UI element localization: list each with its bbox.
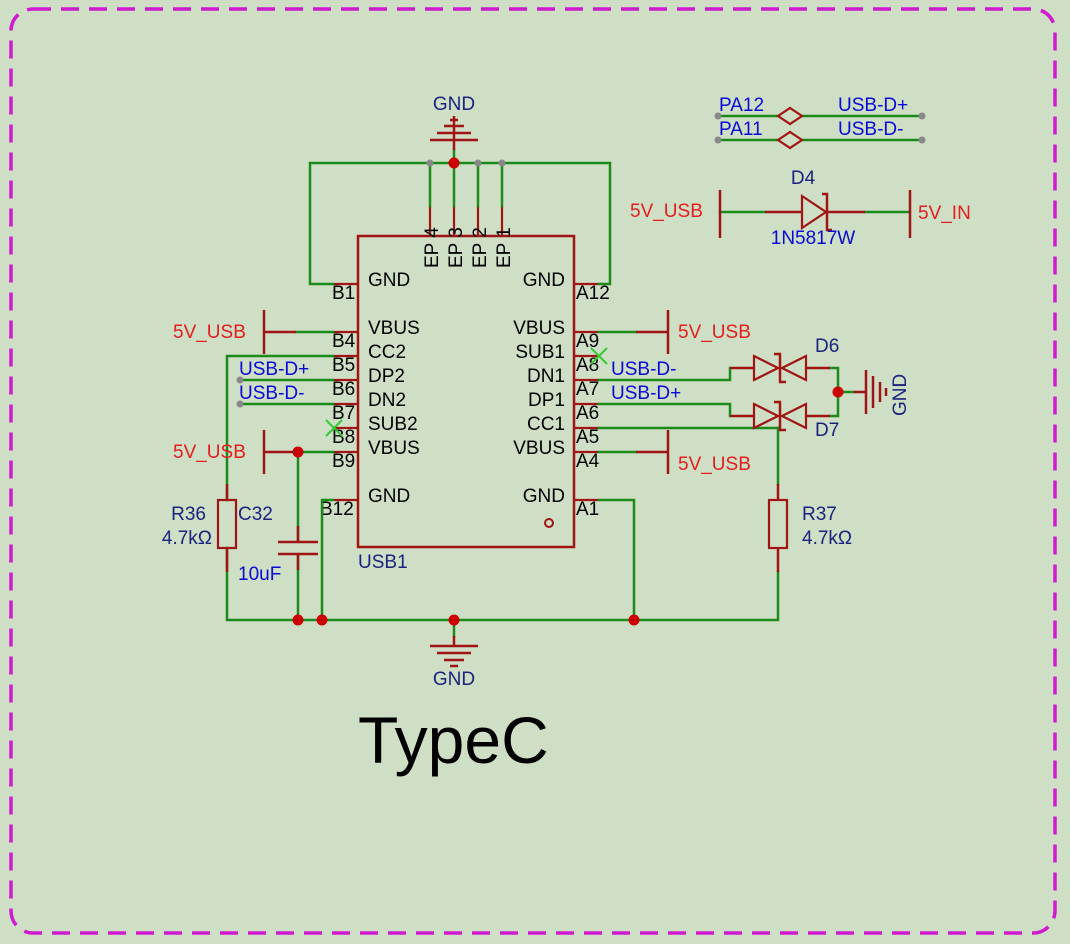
- net-label-5v-usb: 5V_USB: [678, 322, 751, 343]
- junctions: [236, 112, 926, 626]
- usb1-body: [356, 234, 576, 549]
- net-label-usb-dm: USB-D-: [611, 359, 676, 380]
- pin-name: CC1: [527, 414, 565, 435]
- pin-name: VBUS: [513, 438, 565, 459]
- net-label-5v-usb: 5V_USB: [173, 322, 246, 343]
- d4-ref: D4: [791, 168, 816, 189]
- pin-number: B7: [332, 403, 355, 424]
- net-label-usb-dp: USB-D+: [838, 95, 908, 116]
- pin-number: A5: [576, 427, 599, 448]
- power-port-5v-usb: 5V_USB: [636, 430, 751, 475]
- pin-name: CC2: [368, 342, 406, 363]
- gnd-label: GND: [433, 94, 475, 115]
- pin-number: B5: [332, 355, 355, 376]
- pin-name: GND: [368, 270, 410, 291]
- net-label-usb-dm: USB-D-: [838, 119, 903, 140]
- pin-name: SUB2: [368, 414, 418, 435]
- resistor-r37[interactable]: R37 4.7kΩ: [767, 484, 852, 572]
- pin-number: B6: [332, 379, 355, 400]
- usb1-designator: USB1: [358, 552, 408, 573]
- pin-name: DN2: [368, 390, 406, 411]
- gnd-symbol-right: GND: [854, 370, 911, 416]
- c32-ref: C32: [238, 504, 273, 525]
- gnd-label: GND: [433, 669, 475, 690]
- gnd-symbol-bottom: GND: [430, 636, 478, 690]
- net-tie-pa11: [776, 130, 804, 150]
- no-connect-marker: [325, 347, 608, 437]
- net-label-5v-in: 5V_IN: [918, 203, 971, 224]
- net-label-usb-dp: USB-D+: [611, 383, 681, 404]
- net-label-5v-usb: 5V_USB: [630, 201, 703, 222]
- power-port-5v-usb: 5V_USB: [636, 310, 751, 354]
- pin-name: SUB1: [515, 342, 565, 363]
- pin-name: DP2: [368, 366, 405, 387]
- gnd-label: GND: [890, 374, 911, 416]
- pin-number: A6: [576, 403, 599, 424]
- net-label-5v-usb: 5V_USB: [678, 454, 751, 475]
- net-tie-pa12: [776, 106, 804, 126]
- pin-name: VBUS: [368, 318, 420, 339]
- ep-pin-label: EP 4: [422, 227, 443, 268]
- ep-pin-label: EP 1: [494, 227, 515, 268]
- usb1-connector[interactable]: EP 4 EP 3 EP 2 EP 1 B1 B4 B5 B6 B7 B8 B9…: [320, 206, 610, 573]
- usb1-pin1-marker: [544, 518, 554, 528]
- d7-ref: D7: [815, 420, 839, 441]
- net-label-usb-dm: USB-D-: [239, 383, 304, 404]
- r36-value: 4.7kΩ: [162, 528, 212, 549]
- net-label-5v-usb: 5V_USB: [173, 442, 246, 463]
- pin-number: B12: [320, 499, 354, 520]
- sheet-frame: [9, 7, 1057, 935]
- sheet-title: TypeC: [358, 703, 549, 777]
- pin-name: DN1: [527, 366, 565, 387]
- pin-number: B4: [332, 331, 356, 352]
- pin-number: A4: [576, 451, 600, 472]
- tvs-diode-d7[interactable]: D7: [730, 400, 839, 441]
- pin-name: GND: [523, 270, 565, 291]
- c32-value: 10uF: [238, 564, 281, 585]
- tvs-diode-d6[interactable]: D6: [730, 336, 839, 384]
- power-port-5v-usb: 5V_USB: [630, 190, 722, 238]
- power-port-5v-usb: 5V_USB: [173, 430, 296, 474]
- pin-number: A1: [576, 499, 599, 520]
- pin-name: GND: [523, 486, 565, 507]
- r37-ref: R37: [802, 504, 837, 525]
- pin-name: DP1: [528, 390, 565, 411]
- net-label-usb-dp: USB-D+: [239, 359, 309, 380]
- d4-value: 1N5817W: [771, 228, 856, 249]
- d6-ref: D6: [815, 336, 839, 357]
- ep-pin-label: EP 2: [470, 227, 491, 268]
- pin-name: VBUS: [513, 318, 565, 339]
- net-label-pa12: PA12: [719, 95, 764, 116]
- pin-number: A7: [576, 379, 599, 400]
- pin-number: A9: [576, 331, 599, 352]
- diode-d4[interactable]: D4 1N5817W: [765, 168, 865, 249]
- pin-number: B9: [332, 451, 355, 472]
- pin-number: B1: [332, 283, 355, 304]
- power-port-5v-usb: 5V_USB: [173, 310, 296, 354]
- power-port-5v-in: 5V_IN: [908, 190, 971, 238]
- ep-pin-label: EP 3: [446, 227, 467, 268]
- resistor-r36[interactable]: R36 4.7kΩ: [162, 484, 238, 572]
- gnd-symbol-top: GND: [430, 94, 478, 150]
- pin-name: VBUS: [368, 438, 420, 459]
- capacitor-c32[interactable]: C32 10uF: [238, 504, 318, 585]
- net-label-pa11: PA11: [719, 119, 763, 140]
- pin-name: GND: [368, 486, 410, 507]
- r36-ref: R36: [171, 504, 206, 525]
- r37-value: 4.7kΩ: [802, 528, 852, 549]
- pin-number: A12: [576, 283, 610, 304]
